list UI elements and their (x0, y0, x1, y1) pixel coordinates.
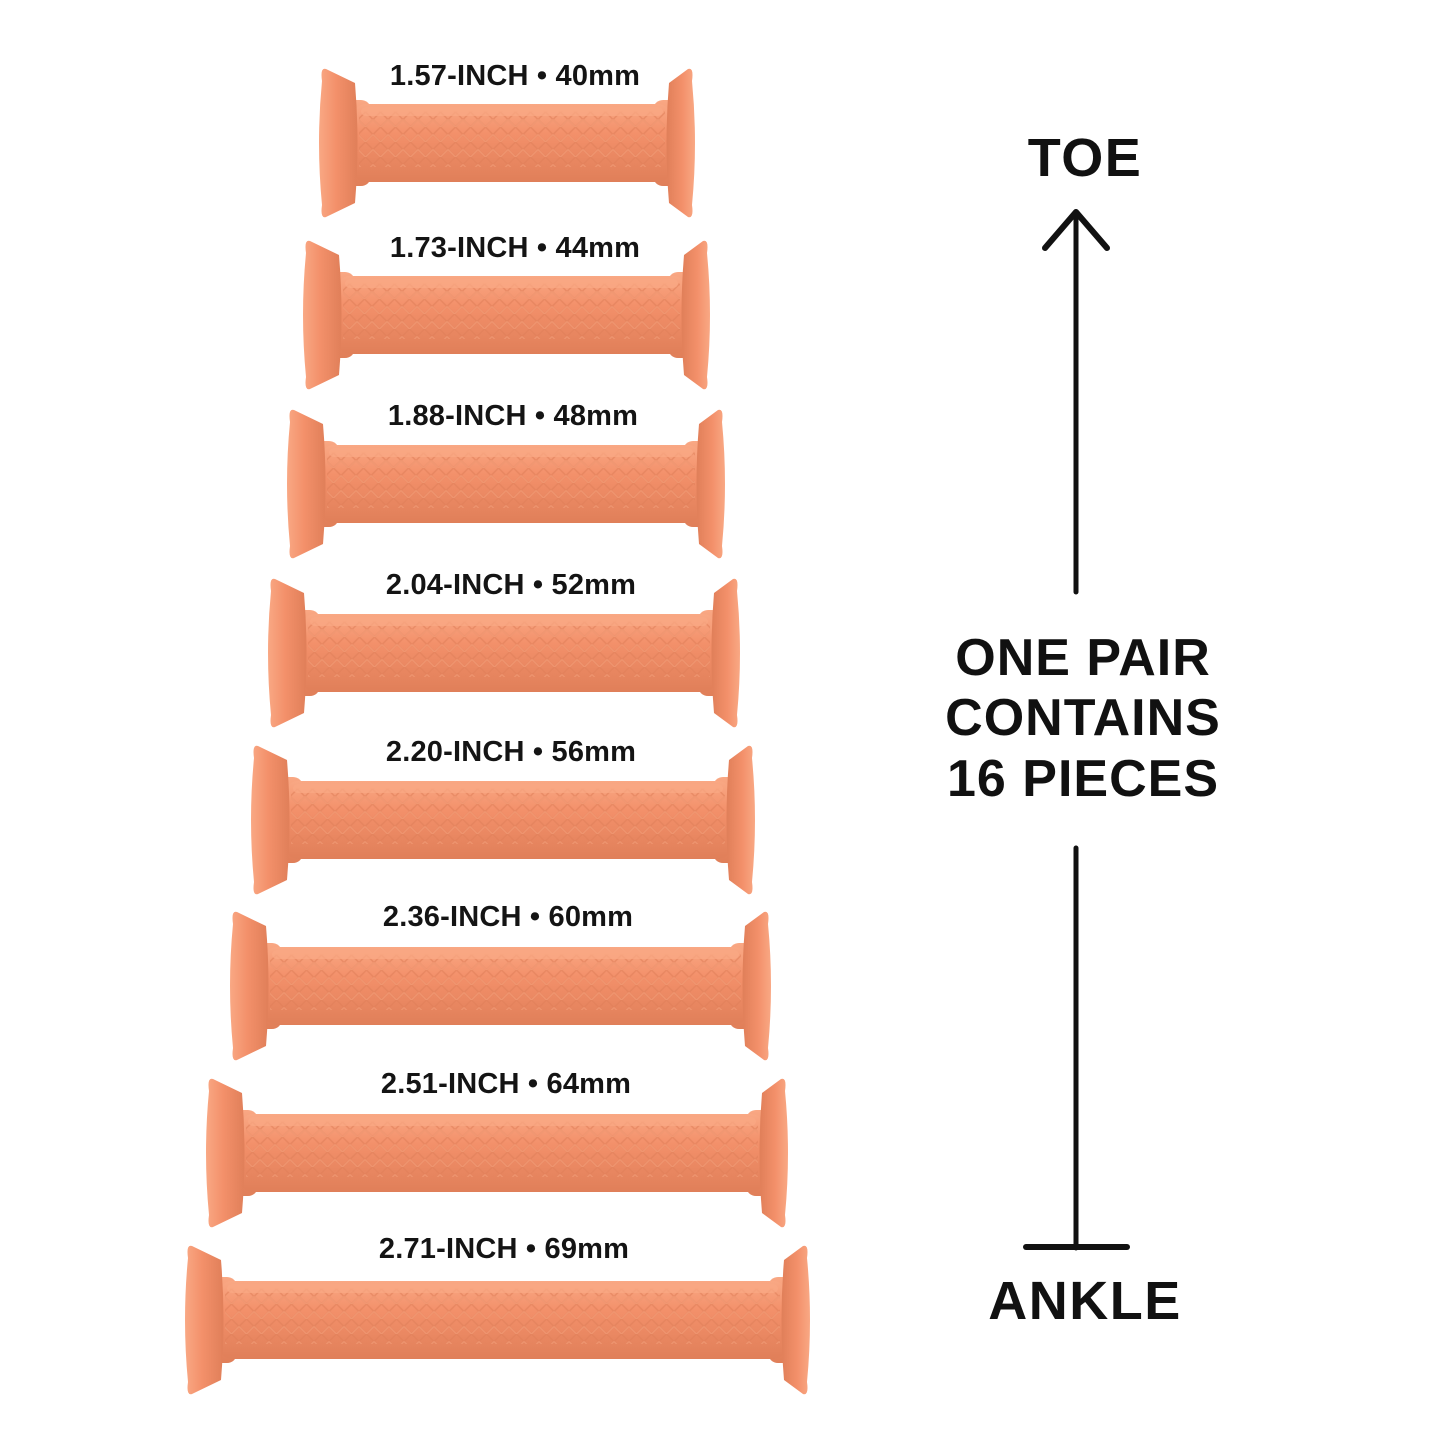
lace-shape (319, 68, 695, 218)
pair-contents-line: 16 PIECES (946, 749, 1220, 808)
lace-size-label: 2.51-INCH • 64mm (380, 1068, 632, 1100)
lace-item (281, 378, 741, 590)
lace-shape (230, 911, 771, 1061)
lace-shape (287, 409, 725, 559)
lace-item (200, 1047, 804, 1259)
lace-size-label: 1.73-INCH • 44mm (389, 232, 641, 264)
lace-item (179, 1214, 826, 1426)
pair-contents-line: CONTAINS (945, 689, 1221, 748)
lace-size-label: 2.04-INCH • 52mm (385, 569, 637, 601)
lace-size-label: 2.36-INCH • 60mm (382, 901, 634, 933)
toe-arrow-head-icon (1042, 209, 1110, 251)
lace-shape (206, 1078, 788, 1228)
lace-item (313, 37, 711, 249)
lace-item (262, 547, 756, 759)
lace-shape (268, 578, 740, 728)
lace-shape (251, 745, 755, 895)
lace-size-label: 2.71-INCH • 69mm (378, 1233, 630, 1265)
lace-item (224, 880, 787, 1092)
lace-shape (185, 1245, 810, 1395)
lace-size-label: 2.20-INCH • 56mm (385, 736, 637, 768)
lace-size-label: 1.88-INCH • 48mm (387, 400, 639, 432)
lace-item (245, 714, 771, 926)
pair-contents-line: ONE PAIR (955, 629, 1211, 687)
lace-shape (303, 240, 710, 390)
lace-item (297, 209, 726, 421)
toe-label: TOE (1027, 128, 1143, 188)
lace-size-label: 1.57-INCH • 40mm (389, 60, 641, 92)
ankle-label: ANKLE (988, 1271, 1182, 1331)
